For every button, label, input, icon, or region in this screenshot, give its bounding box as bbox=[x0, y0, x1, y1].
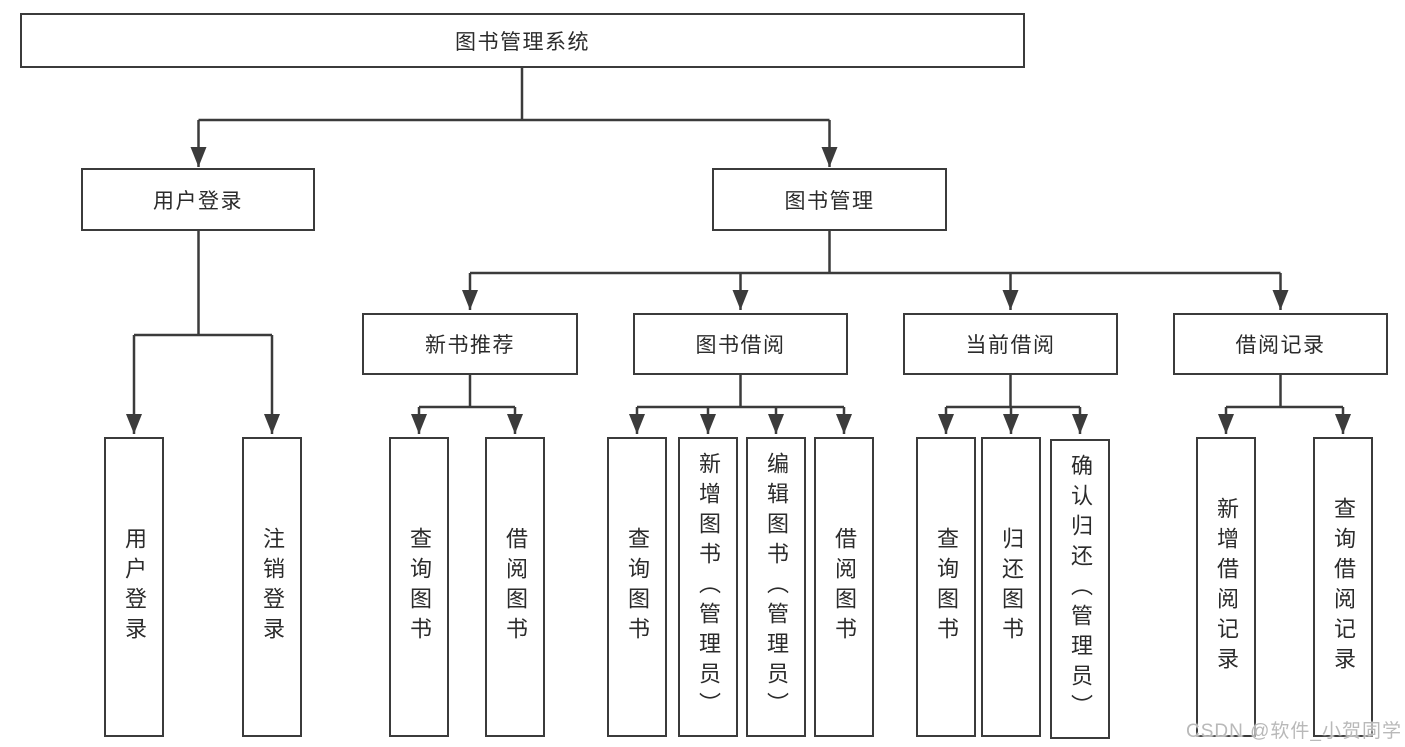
node-book-borrow: 图书借阅 bbox=[633, 313, 848, 375]
node-current-borrow: 当前借阅 bbox=[903, 313, 1118, 375]
leaf-user-login: 用户登录 bbox=[104, 437, 164, 737]
leaf-query-borrow-record: 查询借阅记录 bbox=[1313, 437, 1373, 737]
node-user-login: 用户登录 bbox=[81, 168, 315, 231]
node-borrow-records: 借阅记录 bbox=[1173, 313, 1388, 375]
node-book-management: 图书管理 bbox=[712, 168, 947, 231]
leaf-add-borrow-record: 新增借阅记录 bbox=[1196, 437, 1256, 737]
node-new-book-recommend: 新书推荐 bbox=[362, 313, 578, 375]
leaf-borrow-books-recommend: 借阅图书 bbox=[485, 437, 545, 737]
leaf-borrow-books: 借阅图书 bbox=[814, 437, 874, 737]
node-root: 图书管理系统 bbox=[20, 13, 1025, 68]
csdn-watermark: CSDN @软件_小贺同学 bbox=[1186, 721, 1402, 742]
leaf-edit-book-admin: 编辑图书（管理员） bbox=[746, 437, 806, 737]
leaf-confirm-return-admin: 确认归还（管理员） bbox=[1050, 439, 1110, 739]
leaf-query-books-current: 查询图书 bbox=[916, 437, 976, 737]
leaf-logout: 注销登录 bbox=[242, 437, 302, 737]
leaf-query-books-borrow: 查询图书 bbox=[607, 437, 667, 737]
leaf-query-books-recommend: 查询图书 bbox=[389, 437, 449, 737]
leaf-return-books: 归还图书 bbox=[981, 437, 1041, 737]
leaf-add-book-admin: 新增图书（管理员） bbox=[678, 437, 738, 737]
